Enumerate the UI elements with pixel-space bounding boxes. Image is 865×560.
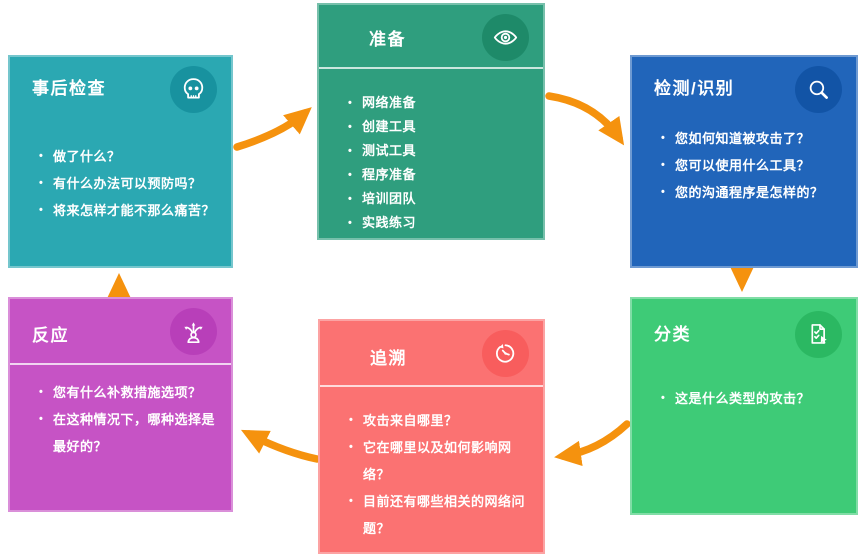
box-title: 事后检查 [32,79,106,98]
box-classification: 分类 这是什么类型的攻击？ [630,297,858,515]
box-detection-identification: 检测/识别 您如何知道被攻击了？ 您可以使用什么工具？ 您的沟通程序是怎样的？ [630,55,858,268]
arrow-preparation-to-detection [545,92,625,146]
arrow-trace-to-response [240,429,321,463]
list-item: 程序准备 [347,163,537,187]
title-divider [319,67,543,69]
list-item: 创建工具 [347,115,537,139]
bullet-list: 攻击来自哪里？ 它在哪里以及如何影响网络？ 目前还有哪些相关的网络问题？ [348,407,537,542]
box-title: 追溯 [370,349,407,368]
list-item: 做了什么？ [38,143,225,170]
list-item: 它在哪里以及如何影响网络？ [348,434,537,488]
magnifier-icon [795,66,842,113]
list-item: 您有什么补救措施选项？ [38,379,225,406]
history-clock-icon [482,330,529,377]
box-title: 反应 [32,326,69,345]
list-item: 培训团队 [347,187,537,211]
decision-person-icon [170,308,217,355]
box-title: 准备 [369,30,406,49]
box-response: 反应 您有什么补救措施选项？ 在这种情况下，哪种选择是最好的？ [8,297,233,512]
box-preparation: 准备 网络准备 创建工具 测试工具 程序准备 培训团队 实践练习 [317,3,545,240]
bullet-list: 网络准备 创建工具 测试工具 程序准备 培训团队 实践练习 [347,91,537,235]
arrow-classification-to-trace [554,420,631,467]
box-trace-back: 追溯 攻击来自哪里？ 它在哪里以及如何影响网络？ 目前还有哪些相关的网络问题？ [318,319,545,554]
box-title: 分类 [654,325,691,344]
list-item: 测试工具 [347,139,537,163]
checklist-cursor-icon [795,311,842,358]
title-divider [10,363,231,365]
box-postmortem-review: 事后检查 做了什么？ 有什么办法可以预防吗？ 将来怎样才能不那么痛苦？ [8,55,233,268]
title-divider [320,385,543,387]
skull-icon [170,66,217,113]
bullet-list: 这是什么类型的攻击？ [660,385,850,412]
list-item: 您的沟通程序是怎样的？ [660,179,850,206]
list-item: 网络准备 [347,91,537,115]
list-item: 实践练习 [347,211,537,235]
box-title: 检测/识别 [654,79,735,98]
list-item: 攻击来自哪里？ [348,407,537,434]
bullet-list: 您有什么补救措施选项？ 在这种情况下，哪种选择是最好的？ [38,379,225,460]
list-item: 您如何知道被攻击了？ [660,125,850,152]
eye-icon [482,14,529,61]
list-item: 这是什么类型的攻击？ [660,385,850,412]
bullet-list: 做了什么？ 有什么办法可以预防吗？ 将来怎样才能不那么痛苦？ [38,143,225,224]
list-item: 目前还有哪些相关的网络问题？ [348,488,537,542]
bullet-list: 您如何知道被攻击了？ 您可以使用什么工具？ 您的沟通程序是怎样的？ [660,125,850,206]
list-item: 有什么办法可以预防吗？ [38,170,225,197]
list-item: 将来怎样才能不那么痛苦？ [38,197,225,224]
arrow-postmortem-to-preparation [233,107,312,151]
list-item: 在这种情况下，哪种选择是最好的？ [38,406,225,460]
list-item: 您可以使用什么工具？ [660,152,850,179]
